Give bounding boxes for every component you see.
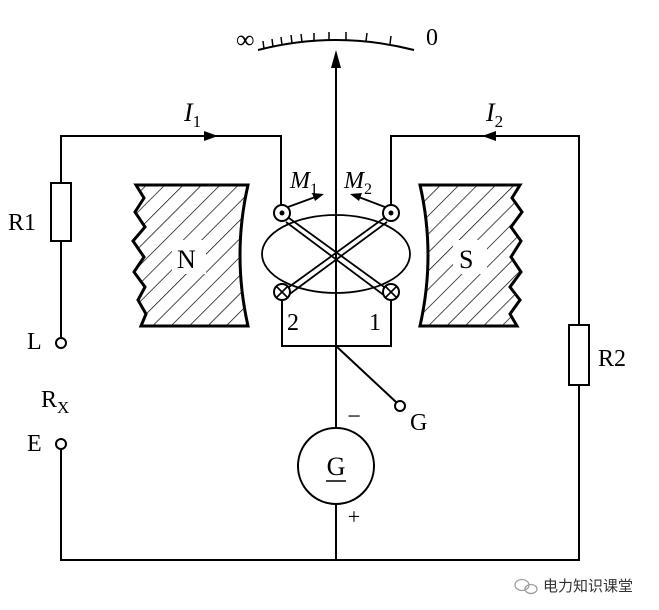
current-i2-label: I2 [485,98,503,131]
terminal-g-label: G [410,410,427,436]
resistor-r2 [568,324,590,386]
torque-m1-arrow-icon [287,193,324,208]
generator-plus-label: + [348,504,360,529]
coil-assembly [261,212,411,297]
current-i1-label: I1 [183,98,201,131]
pointer-arrow-icon [331,50,341,68]
current-i2-arrow-icon [482,131,496,141]
generator: G − + [297,404,375,529]
coil-cross-left-icon [273,283,291,301]
magnet-south: S [418,183,524,328]
coil-cross-right-icon [382,283,400,301]
coil-dot-right-icon [382,204,400,222]
terminal-e [55,438,67,450]
watermark: 电力知识课堂 [514,577,633,595]
rx-label: RX [41,387,69,417]
magnet-south-label: S [459,245,473,274]
current-i1-arrow-icon [204,131,218,141]
resistor-r1-label: R1 [8,210,36,236]
scale-zero-label: 0 [426,25,438,51]
torque-m2-arrow-icon [350,193,386,208]
coil-1-label: 1 [369,310,381,336]
terminal-l-label: L [27,329,42,355]
torque-m2-label: M2 [343,168,372,198]
wiring [60,135,580,561]
coil-2-label: 2 [287,310,299,336]
coil-dot-left-icon [273,204,291,222]
coil-core-ellipse [261,214,411,294]
generator-label: G [327,452,346,481]
resistor-r2-label: R2 [598,346,626,372]
resistor-r1 [50,182,72,242]
magnet-north: N [131,183,250,328]
terminal-e-label: E [27,431,42,457]
scale-infinity-label: ∞ [236,25,255,54]
terminal-l [55,337,67,349]
watermark-text: 电力知识课堂 [543,577,633,595]
wechat-icon [514,578,538,595]
magnet-north-label: N [177,245,196,274]
torque-m1-label: M1 [289,168,318,198]
meter-scale: ∞ 0 [236,25,438,54]
terminal-g [394,400,406,412]
generator-minus-label: − [347,404,361,430]
